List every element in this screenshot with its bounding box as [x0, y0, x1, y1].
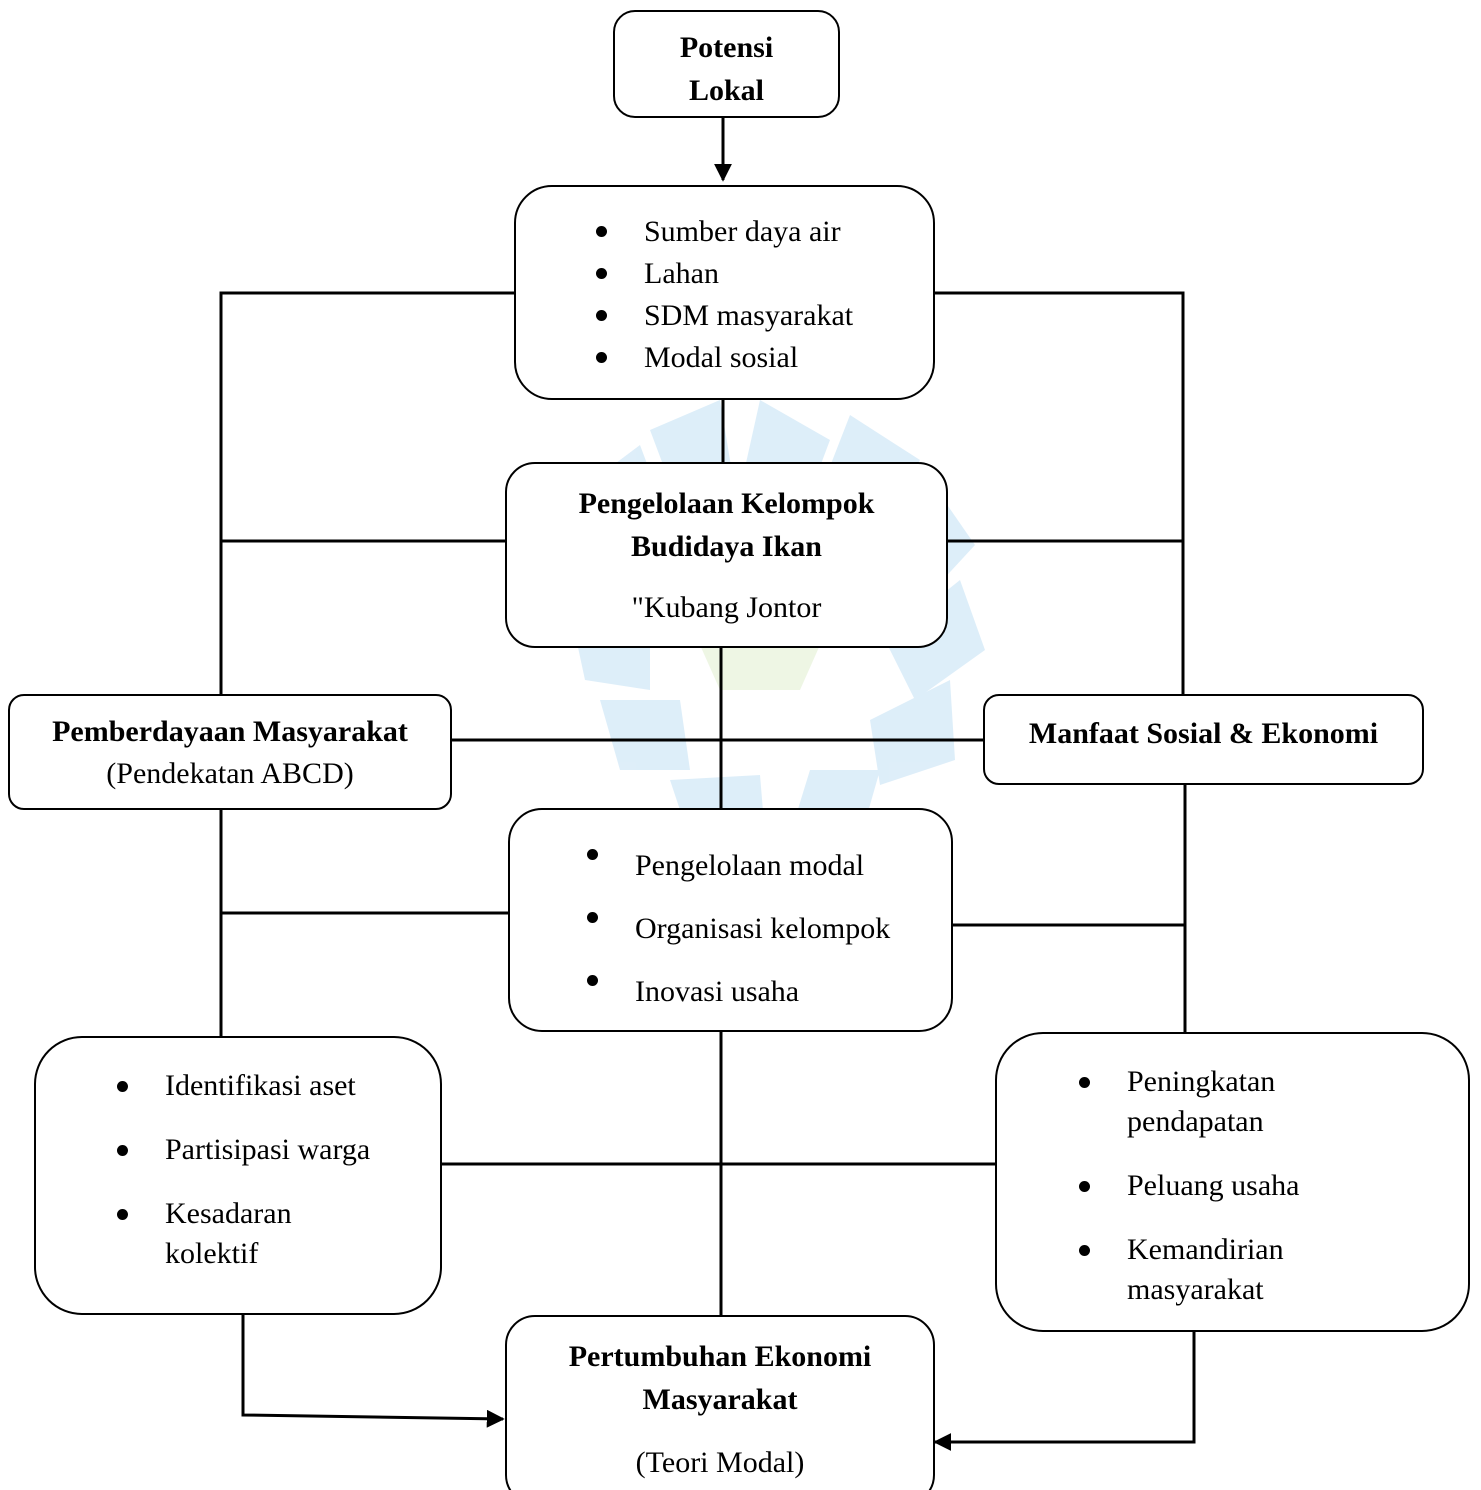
manfaat-item-text-cont: pendapatan	[1127, 1105, 1264, 1138]
manfaat-item-text: Peningkatan	[1127, 1065, 1276, 1098]
pengelolaan-items-box: Pengelolaan modal Organisasi kelompok In…	[508, 808, 953, 1032]
pertumbuhan-title-line1: Pertumbuhan Ekonomi	[568, 1340, 872, 1373]
manfaat-items-list: Peningkatan pendapatan Peluang usaha Kem…	[1078, 1062, 1300, 1310]
manfaat-title: Manfaat Sosial & Ekonomi	[1028, 717, 1379, 750]
manfaat-item: Peningkatan pendapatan	[1078, 1062, 1299, 1142]
abcd-item-text-cont: kolektif	[165, 1237, 259, 1270]
abcd-item: Kesadaran kolektif	[116, 1194, 370, 1274]
manfaat-item: Peluang usaha	[1078, 1166, 1300, 1206]
pengelolaan-items-list: Pengelolaan modal Organisasi kelompok In…	[586, 834, 890, 1023]
pengelolaan-item: Inovasi usaha	[586, 960, 890, 1023]
manfaat-items-box: Peningkatan pendapatan Peluang usaha Kem…	[995, 1032, 1470, 1332]
potensi-items-list: Sumber daya air Lahan SDM masyarakat Mod…	[595, 211, 853, 379]
potensi-item: Lahan	[595, 253, 853, 295]
potensi-item: Sumber daya air	[595, 211, 853, 253]
abcd-item: Identifikasi aset	[116, 1066, 370, 1106]
manfaat-item-text: Peluang usaha	[1127, 1169, 1300, 1202]
pertumbuhan-title-line2: Masyarakat	[642, 1383, 798, 1416]
pengelolaan-item: Organisasi kelompok	[586, 897, 890, 960]
pengelolaan-subtitle: "Kubang Jontor	[631, 591, 822, 624]
abcd-item-text: Identifikasi aset	[165, 1069, 356, 1102]
abcd-items-box: Identifikasi aset Partisipasi warga Kesa…	[34, 1036, 442, 1315]
manfaat-item-text-cont: masyarakat	[1127, 1273, 1264, 1306]
abcd-item-text: Partisipasi warga	[165, 1133, 371, 1166]
pemberdayaan-title: Pemberdayaan Masyarakat	[52, 715, 408, 748]
abcd-item-text: Kesadaran	[165, 1197, 292, 1230]
manfaat-box: Manfaat Sosial & Ekonomi	[983, 694, 1424, 785]
potensi-lokal-title-line2: Lokal	[688, 74, 765, 107]
manfaat-item-text: Kemandirian	[1127, 1233, 1284, 1266]
manfaat-item: Kemandirian masyarakat	[1078, 1230, 1299, 1310]
potensi-lokal-title-line1: Potensi	[679, 31, 774, 64]
pengelolaan-item: Pengelolaan modal	[586, 834, 890, 897]
pengelolaan-title-line1: Pengelolaan Kelompok	[578, 487, 875, 520]
potensi-lokal-box: Potensi Lokal	[613, 10, 840, 118]
potensi-item: Modal sosial	[595, 337, 853, 379]
potensi-items-box: Sumber daya air Lahan SDM masyarakat Mod…	[514, 185, 935, 400]
pemberdayaan-subtitle: (Pendekatan ABCD)	[106, 757, 354, 790]
abcd-items-list: Identifikasi aset Partisipasi warga Kesa…	[116, 1066, 371, 1274]
potensi-item: SDM masyarakat	[595, 295, 853, 337]
pemberdayaan-box: Pemberdayaan Masyarakat (Pendekatan ABCD…	[8, 694, 452, 810]
pengelolaan-kelompok-box: Pengelolaan Kelompok Budidaya Ikan "Kuba…	[505, 462, 948, 648]
pengelolaan-title-line2: Budidaya Ikan	[631, 530, 822, 563]
pertumbuhan-subtitle: (Teori Modal)	[635, 1446, 805, 1479]
pertumbuhan-box: Pertumbuhan Ekonomi Masyarakat (Teori Mo…	[505, 1315, 935, 1490]
abcd-item: Partisipasi warga	[116, 1130, 371, 1170]
